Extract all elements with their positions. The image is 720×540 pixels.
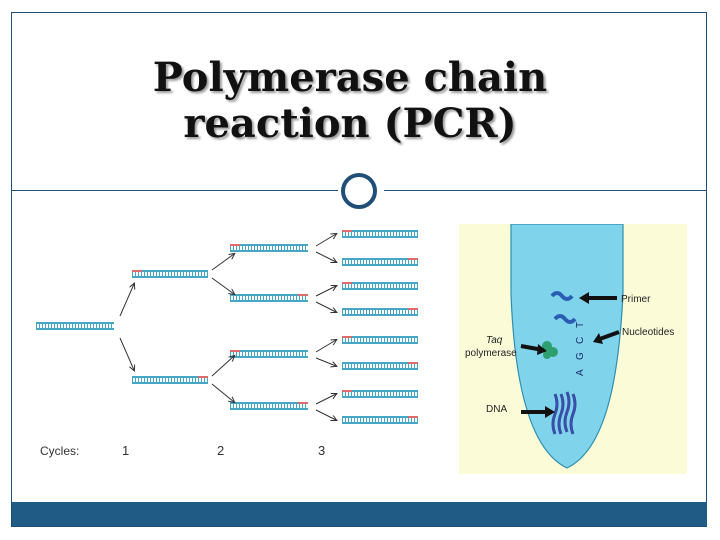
amplification-arrow <box>211 254 234 271</box>
divider-ring-ornament <box>341 173 377 209</box>
footer-bar <box>12 502 707 526</box>
amplification-arrow <box>211 277 234 294</box>
label-dna: DNA <box>486 404 507 415</box>
amplification-arrow <box>315 234 336 247</box>
cycle3-strand <box>342 362 418 370</box>
primer-squiggle-1 <box>550 291 574 301</box>
amplification-arrows <box>119 234 336 420</box>
title-line-2: reaction (PCR) <box>183 100 517 147</box>
cycle1-strand-bottom <box>132 376 208 384</box>
cycle-number-1: 1 <box>122 443 129 458</box>
title-divider-left <box>12 190 338 191</box>
amplification-arrow <box>119 284 134 317</box>
dna-helix <box>551 391 577 435</box>
cycle2-strand <box>230 294 308 302</box>
cycle2-strand <box>230 244 308 252</box>
title-line-1: Polymerase chain <box>152 54 548 101</box>
cycle3-strand <box>342 308 418 316</box>
callout-arrowheads <box>537 292 603 418</box>
label-taq: Taq <box>486 335 503 346</box>
cycle3-strand <box>342 230 418 238</box>
amplification-arrow <box>315 286 336 297</box>
tube-liquid <box>510 224 624 469</box>
amplification-arrow <box>315 340 336 353</box>
cycle2-strand <box>230 402 308 410</box>
label-primer: Primer <box>621 294 651 305</box>
base-g: G <box>575 352 586 360</box>
base-a: A <box>575 369 586 376</box>
primer-squiggle-2 <box>553 314 577 324</box>
cycle3-strand <box>342 336 418 344</box>
dna-strands <box>36 230 418 424</box>
label-polymerase: polymerase <box>465 348 517 359</box>
base-c: C <box>575 337 586 344</box>
amplification-arrow <box>315 394 336 405</box>
pcr-amplification-diagram: Cycles: 1 2 3 <box>36 230 418 458</box>
amplification-arrow <box>119 337 134 370</box>
label-nucleotides: Nucleotides <box>622 327 674 338</box>
cycle3-strand <box>342 390 418 398</box>
title-divider-right <box>384 190 706 191</box>
amplification-arrow <box>315 301 336 312</box>
amplification-arrow <box>315 357 336 366</box>
slide-title: Polymerase chain reaction (PCR) <box>60 55 640 147</box>
cycle3-strand <box>342 258 418 266</box>
slide-frame <box>11 12 707 527</box>
cycle3-strand <box>342 416 418 424</box>
cycle-number-3: 3 <box>318 443 325 458</box>
amplification-arrow <box>211 356 234 377</box>
cycle1-strand-top <box>132 270 208 278</box>
amplification-arrow <box>315 251 336 262</box>
cycle2-strand <box>230 350 308 358</box>
amplification-arrow <box>315 409 336 420</box>
amplification-arrow <box>211 383 234 402</box>
cycles-label: Cycles: <box>40 444 79 458</box>
cycle-number-2: 2 <box>217 443 224 458</box>
cycle3-strand <box>342 282 418 290</box>
taq-polymerase-blob <box>542 341 558 359</box>
base-t: T <box>575 322 586 328</box>
template-strand <box>36 322 114 330</box>
pcr-tube-illustration: A G C T Primer Nucleotides Taq polymeras… <box>459 224 687 474</box>
